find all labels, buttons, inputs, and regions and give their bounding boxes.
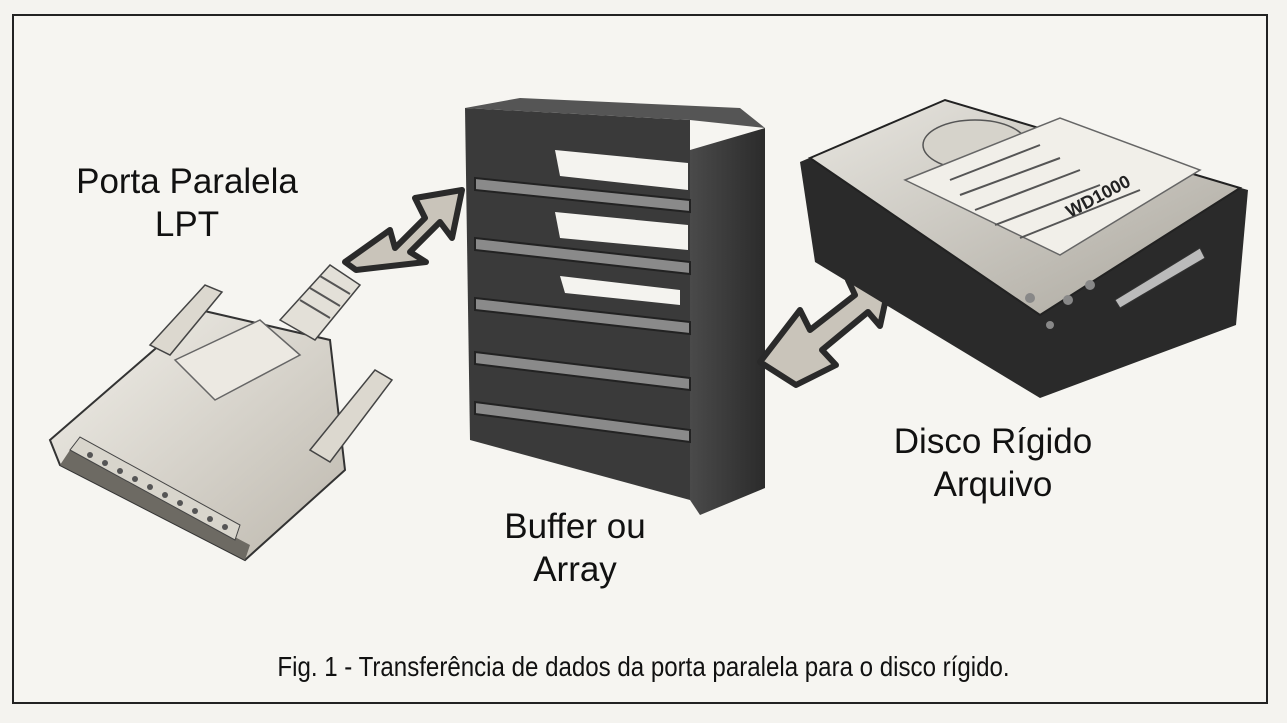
- hard-disk-label-line2: Arquivo: [933, 465, 1053, 504]
- double-arrow-buffer-disk: [757, 277, 893, 388]
- figure-caption: Fig. 1 - Transferência de dados da porta…: [277, 651, 1010, 682]
- buffer-label-line2: Array: [533, 550, 617, 589]
- parallel-port-label: Porta Paralela LPT: [52, 160, 322, 246]
- parallel-port-label-line1: Porta Paralela: [76, 162, 298, 201]
- buffer-label: Buffer ou Array: [470, 505, 680, 591]
- hard-disk-label: Disco Rígido Arquivo: [868, 420, 1118, 506]
- buffer-label-line1: Buffer ou: [504, 507, 646, 546]
- parallel-port-label-line2: LPT: [154, 205, 220, 244]
- buffer-array-image: [465, 98, 765, 515]
- hard-disk-image: WD1000: [800, 98, 1248, 398]
- connector-pins: [87, 452, 228, 530]
- hard-disk-label-line1: Disco Rígido: [893, 422, 1093, 461]
- parallel-port-connector-image: [48, 264, 394, 562]
- double-arrow-lpt-buffer: [342, 187, 465, 273]
